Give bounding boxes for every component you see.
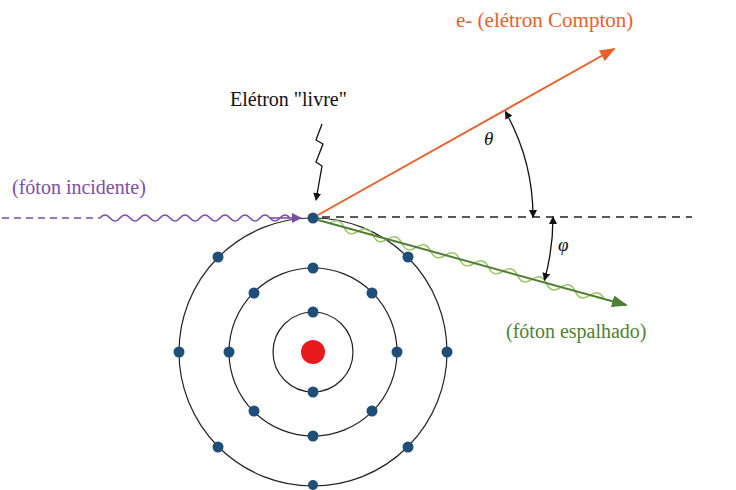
theta-arc	[506, 112, 534, 217]
lightning-pointer	[316, 124, 323, 200]
orbits	[179, 218, 447, 486]
compton-electron-label: e- (elétron Compton)	[456, 8, 633, 32]
incident-arrow	[270, 217, 300, 219]
scattered-photon-path	[318, 220, 626, 305]
free-electron-label: Elétron "livre"	[230, 88, 347, 111]
phi-arc	[545, 217, 554, 280]
nucleus	[301, 340, 325, 364]
electrons	[174, 213, 453, 490]
compton-electron-path	[318, 49, 614, 215]
incident-wave	[100, 215, 290, 221]
reference-line	[322, 216, 692, 217]
scattered-photon-label: (fóton espalhado)	[506, 320, 647, 343]
incident-dash	[2, 217, 100, 219]
phi-angle-label: φ	[558, 234, 569, 256]
theta-angle-label: θ	[484, 128, 493, 150]
incident-photon-label: (fóton incidente)	[12, 176, 146, 199]
